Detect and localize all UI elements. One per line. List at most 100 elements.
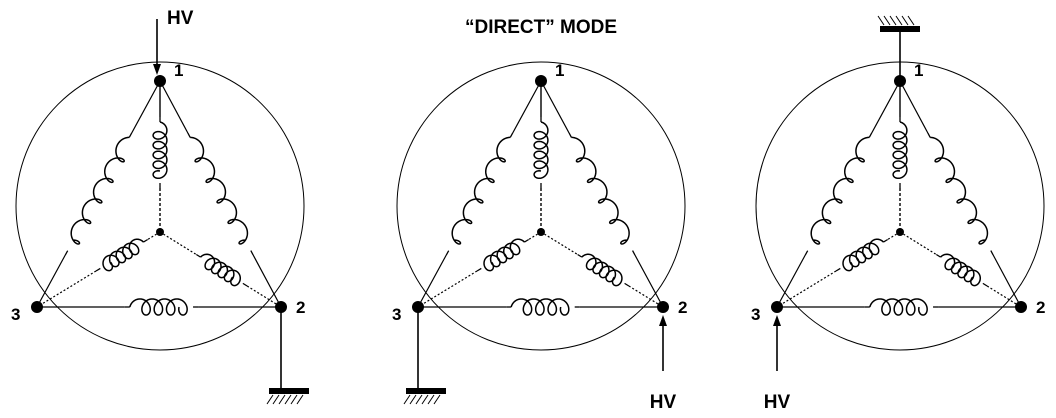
delta-coil-1-3-lead [804,250,809,256]
hv-arrow-head [773,315,781,326]
wye-coil-1 [152,121,168,180]
delta-coil-1-2-lead [927,132,931,138]
node-3 [771,301,783,313]
delta-edge-1-3 [417,254,447,308]
wye-coil-3 [842,238,884,272]
ground-symbol-hatch [415,394,423,405]
delta-edge-1-2 [992,254,1022,308]
wye-coil-2-lead [195,253,201,258]
ground-symbol-hatch [403,394,411,405]
node-label-2: 2 [1036,298,1045,317]
delta-coil-1-2-lead [568,132,573,138]
wye-coil-2-lead [982,282,988,287]
wye-coil-2 [940,253,982,287]
delta-coil-1-3-lead [868,132,873,138]
wye-coil-1 [892,121,908,180]
delta-edge-1-2 [540,80,570,134]
delta-edge-1-3 [131,80,161,134]
delta-edge-1-3 [36,254,66,308]
hv-label: HV [167,8,194,29]
delta-wye-panel-3: 1 2 3HV [751,15,1045,413]
wye-lead-3 [528,231,542,241]
diagram-title: “DIRECT” MODE [465,17,617,38]
wye-lead-3 [887,231,901,241]
delta-coil-1-3 [70,136,130,245]
wye-coil-2 [200,253,242,287]
ground-symbol-hatch [266,394,274,405]
delta-edge-1-3 [776,254,806,308]
outer-circle [15,61,305,351]
wye-lead-2 [628,285,664,308]
ground-symbol-hatch [889,15,897,26]
delta-edge-1-3 [871,80,901,134]
node-3 [31,301,43,313]
ground-symbol-hatch [290,394,298,405]
wye-lead-2 [986,285,1022,308]
node-2 [657,301,669,313]
wye-coil-3-lead [883,238,889,243]
node-label-3: 3 [11,305,20,324]
wye-coil-2-lead [242,282,248,287]
delta-coil-3-2 [129,298,188,316]
wye-lead-3 [36,270,97,308]
ground-symbol-hatch [278,394,286,405]
delta-edge-1-2 [252,254,282,308]
delta-edge-1-3 [512,80,542,134]
hv-label: HV [764,392,791,413]
delta-coil-1-3 [451,136,511,245]
delta-coil-1-2 [571,136,630,245]
wye-lead-2 [899,231,937,256]
ground-symbol-hatch [877,15,885,26]
wye-coil-1 [533,121,549,180]
delta-coil-1-2 [190,136,249,245]
ground-symbol-hatch [409,394,417,405]
ground-symbol-hatch [284,394,292,405]
delta-coil-1-3-lead [445,250,450,256]
wye-lead-2 [246,285,282,308]
node-label-1: 1 [914,61,923,80]
ground-symbol-bar [269,388,309,394]
ground-symbol-hatch [296,394,304,405]
ground-symbol-hatch [907,15,915,26]
ground-symbol-bar [880,26,920,32]
wye-coil-3-lead [476,267,482,272]
hv-label: HV [650,392,677,413]
ground-symbol-hatch [272,394,280,405]
node-2 [1015,301,1027,313]
delta-coil-1-3 [810,136,870,245]
wye-coil-3-lead [524,238,530,243]
ground-symbol-hatch [901,15,909,26]
delta-coil-1-2-lead [250,250,254,256]
wye-coil-3 [102,238,144,272]
delta-edge-1-2 [634,254,664,308]
hv-arrow-head [153,64,161,75]
wye-coil-3-lead [835,267,841,272]
wye-coil-2-lead [577,253,583,258]
ground-symbol-hatch [421,394,429,405]
node-label-1: 1 [555,61,564,80]
center-node [537,228,545,236]
wye-coil-2-lead [624,282,630,287]
ground-symbol-hatch [883,15,891,26]
wye-coil-3-lead [143,238,149,243]
ground-symbol-bar [406,388,446,394]
node-label-3: 3 [751,305,760,324]
node-1 [535,75,547,87]
wye-coil-3 [483,238,525,272]
wye-lead-2 [540,231,578,256]
center-node [896,228,904,236]
delta-coil-1-2-lead [187,132,191,138]
outer-circle [396,61,686,351]
node-label-1: 1 [174,61,183,80]
wye-lead-3 [776,270,837,308]
wye-coil-2 [581,253,623,287]
delta-coil-1-2 [930,136,989,245]
wye-coil-2-lead [935,253,941,258]
center-node [156,228,164,236]
delta-coil-1-2-lead [990,250,994,256]
delta-edge-1-2 [899,80,929,134]
ground-symbol-hatch [895,15,903,26]
delta-edge-1-2 [159,80,189,134]
